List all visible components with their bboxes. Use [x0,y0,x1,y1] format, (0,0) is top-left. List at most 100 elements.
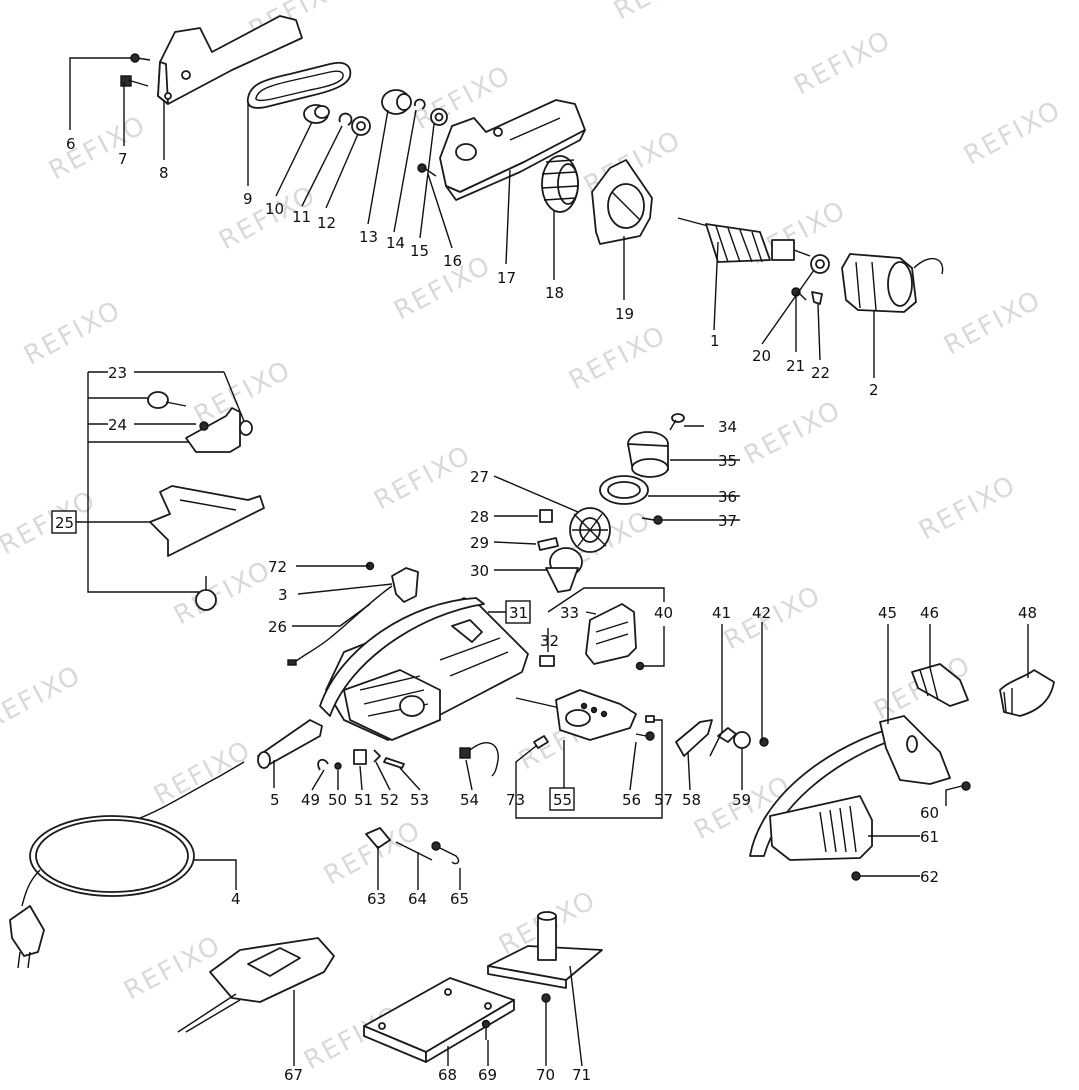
callout-15: 15 [410,242,429,260]
callout-22: 22 [811,364,830,382]
callout-2: 2 [869,381,879,399]
callout-19: 19 [615,305,634,323]
fan-baffle-part-19 [591,159,653,245]
cable-sleeve-part-5 [257,719,323,769]
screw-part-32 [539,655,555,667]
capacitor-part-54 [459,742,499,777]
knob-part-35 [627,431,669,478]
watermark: REFIXO [564,320,671,396]
watermark: REFIXO [319,815,426,891]
bearing-part-15 [430,108,448,126]
pulley-part-59 [733,731,751,749]
armature-part-1 [677,217,811,263]
callout-30: 30 [470,562,489,580]
cutter-shaft-part-55 [515,689,637,741]
fence-group-23-25 [76,371,247,593]
cover-part-33 [585,603,637,665]
callout-60: 60 [920,804,939,822]
callout-3: 3 [278,586,288,604]
callout-17: 17 [497,269,516,287]
callout-9: 9 [243,190,253,208]
callout-35: 35 [718,452,737,470]
bolt-part-28 [539,509,553,523]
callout-56: 56 [622,791,641,809]
callout-37: 37 [718,512,737,530]
adapter-part-46 [911,663,969,707]
watermark: REFIXO [719,580,826,656]
callout-72: 72 [268,558,287,576]
callout-50: 50 [328,791,347,809]
callout-box-31 [505,600,531,624]
pulley-part-10 [303,104,330,124]
callout-69: 69 [478,1066,497,1084]
base-part-71 [487,911,603,989]
callout-10: 10 [265,200,284,218]
watermark: REFIXO [0,660,87,736]
callout-57: 57 [654,791,673,809]
callout-71: 71 [572,1066,591,1084]
cable-part-26 [287,585,393,666]
drive-wheel-part-18 [541,155,579,213]
callout-65: 65 [450,890,469,908]
callout-29: 29 [470,534,489,552]
callout-labels: 6 7 8 9 10 11 12 13 14 15 16 17 18 19 1 … [51,135,1037,1084]
screw-part-60 [961,781,971,791]
callout-box-25 [51,510,77,534]
screw-part-16 [417,163,437,177]
callout-5: 5 [270,791,280,809]
callout-box-55 [549,787,575,811]
callout-1: 1 [710,332,720,350]
callout-73: 73 [506,791,525,809]
bearing-part-20 [810,254,830,274]
callout-26: 26 [268,618,287,636]
callout-13: 13 [359,228,378,246]
callout-61: 61 [920,828,939,846]
callout-6: 6 [66,135,76,153]
callout-46: 46 [920,604,939,622]
callout-36: 36 [718,488,737,506]
callout-23: 23 [108,364,127,382]
leader-lines [69,57,1029,1067]
callout-32: 32 [540,632,559,650]
callout-12: 12 [317,214,336,232]
callout-24: 24 [108,416,127,434]
stator-part-2 [841,253,944,313]
pulley-part-13 [381,89,412,115]
watermark: REFIXO [369,440,476,516]
callout-21: 21 [786,357,805,375]
callout-67: 67 [284,1066,303,1084]
power-cord-part-4 [9,761,245,969]
callout-25: 25 [55,514,74,532]
screw-part-21 [791,287,807,301]
watermark: REFIXO [739,395,846,471]
callout-59: 59 [732,791,751,809]
watermark: REFIXO [19,295,126,371]
screw-part-42 [759,737,769,747]
callout-49: 49 [301,791,320,809]
callout-7: 7 [118,150,128,168]
callout-40: 40 [654,604,673,622]
watermark: REFIXO [0,485,102,561]
spring-part-73 [533,735,549,749]
watermark: REFIXO [119,930,226,1006]
watermark: REFIXO [914,470,1021,546]
switch-part-3 [391,567,419,603]
callout-51: 51 [354,791,373,809]
drive-belt-part-9 [246,61,352,109]
elbow-part-48 [999,669,1055,717]
callout-54: 54 [460,791,479,809]
pin-part-7 [120,75,149,87]
callout-41: 41 [712,604,731,622]
callout-63: 63 [367,890,386,908]
spring-part-52 [373,749,381,763]
callout-62: 62 [920,868,939,886]
watermark: REFIXO [44,110,151,186]
knob-shaft-part-30 [545,547,583,593]
brush-part-53 [383,757,405,769]
circlip-part-14 [413,98,426,110]
gear-part-27 [569,507,611,553]
screw-part-56 [635,731,655,741]
callout-27: 27 [470,468,489,486]
bearing-part-12 [351,116,371,136]
watermark: REFIXO [939,285,1046,361]
